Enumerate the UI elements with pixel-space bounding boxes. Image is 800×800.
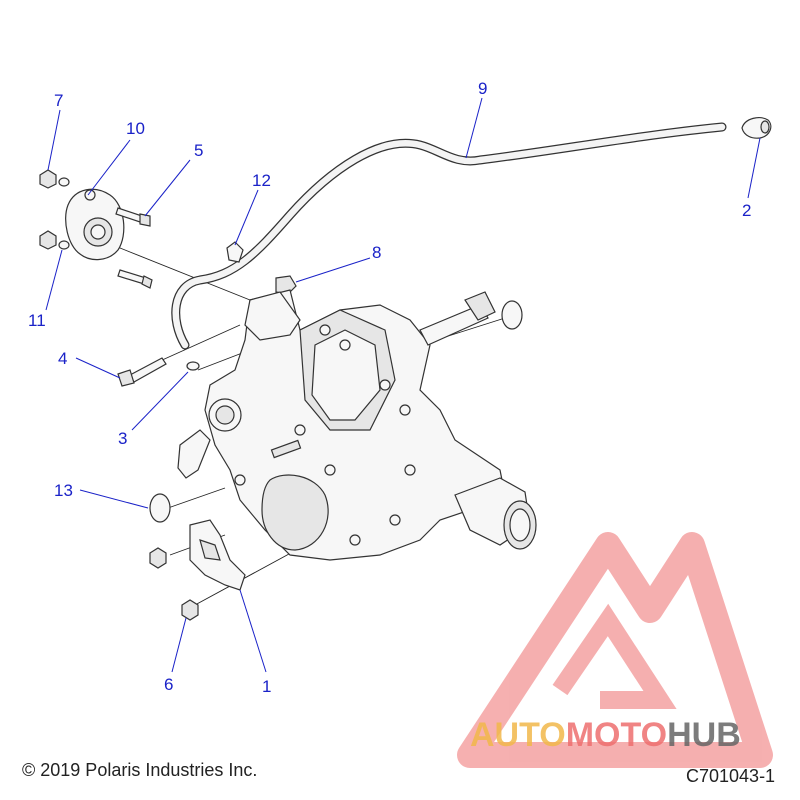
- callout-6: 6: [164, 675, 173, 694]
- o-ring-parts: [149, 300, 523, 523]
- callout-8: 8: [372, 243, 381, 262]
- nut-parts: [39, 169, 70, 250]
- watermark-hub: HUB: [667, 716, 741, 754]
- callout-11: 11: [28, 311, 46, 330]
- flange-bolt-part: [275, 275, 297, 295]
- drawing-number: C701043-1: [686, 766, 776, 786]
- callout-5: 5: [194, 141, 203, 160]
- watermark-logo-icon: [457, 532, 773, 768]
- hose-fitting-part: [741, 117, 772, 139]
- cover-part: [65, 188, 125, 261]
- callout-leaders: [45, 97, 761, 673]
- callout-7: 7: [54, 91, 63, 110]
- callout-2: 2: [742, 201, 751, 220]
- long-bolt-part: [117, 357, 167, 387]
- bracket-part: [189, 519, 246, 591]
- hose-clamp-part: [186, 361, 200, 371]
- callout-13: 13: [54, 481, 73, 500]
- callout-labels: 1 2 3 4 5 6 7 8 9 10 11 12 13: [28, 79, 751, 696]
- clip-part: [226, 241, 244, 263]
- callout-4: 4: [58, 349, 67, 368]
- copyright-text: © 2019 Polaris Industries Inc.: [22, 760, 258, 780]
- callout-10: 10: [126, 119, 145, 138]
- bracket-bolts: [149, 547, 199, 621]
- watermark-moto: MOTO: [565, 716, 668, 754]
- watermark-auto: AUTO: [470, 716, 566, 754]
- callout-3: 3: [118, 429, 127, 448]
- callout-9: 9: [478, 79, 487, 98]
- callout-12: 12: [252, 171, 271, 190]
- watermark-text: AUTOMOTOHUB: [470, 716, 741, 755]
- transmission-assembly: [177, 289, 537, 561]
- vent-hose: [171, 122, 727, 350]
- callout-1: 1: [262, 677, 271, 696]
- bolt-parts: [115, 207, 153, 289]
